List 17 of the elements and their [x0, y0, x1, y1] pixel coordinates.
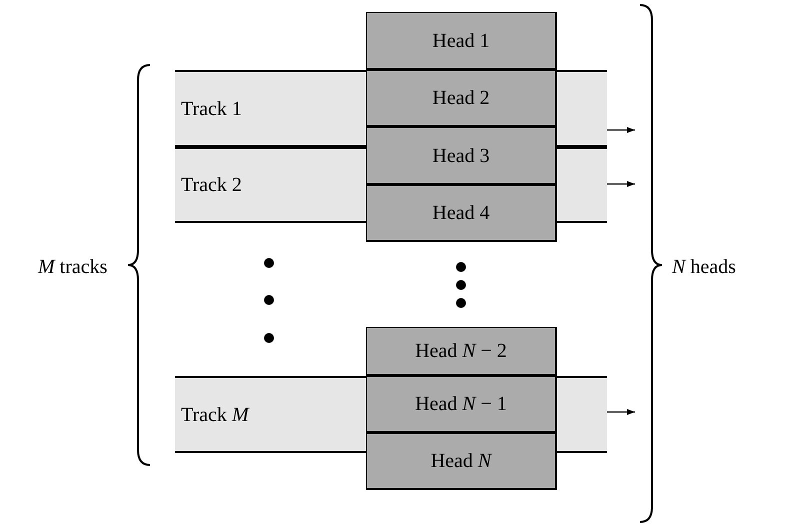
- brace-label: M tracks: [38, 255, 108, 280]
- brace-label: N heads: [672, 255, 736, 280]
- head-box: [366, 127, 557, 185]
- head-label: Head N − 2: [415, 339, 507, 364]
- head-label: Head N − 1: [415, 392, 507, 417]
- head-box: [366, 185, 557, 242]
- head-label: Head 2: [432, 86, 490, 111]
- head-label: Head 1: [432, 28, 490, 54]
- head-box: [366, 12, 557, 70]
- track-label: Track M: [181, 402, 249, 428]
- head-label: Head 3: [432, 144, 490, 168]
- track-label: Track 1: [181, 96, 242, 122]
- track-label: Track 2: [181, 173, 242, 198]
- head-box: [366, 327, 557, 376]
- head-label: Head 4: [432, 201, 490, 226]
- head-box: [366, 433, 557, 490]
- head-label: Head N: [430, 449, 492, 474]
